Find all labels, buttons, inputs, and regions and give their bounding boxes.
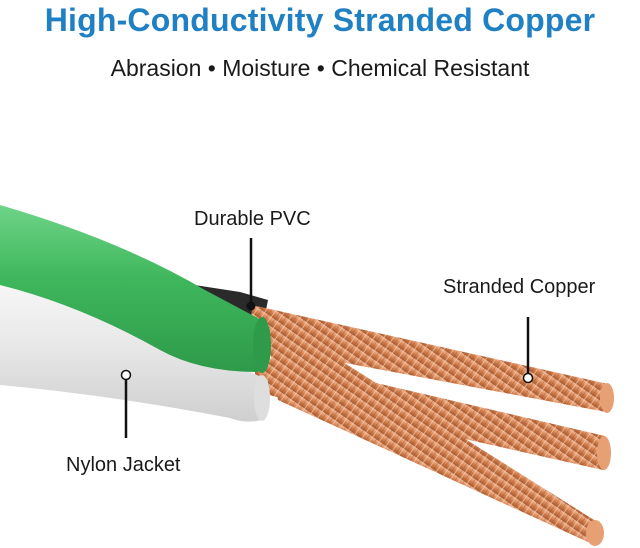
copper-strand-bundle-bottom [268,335,602,542]
stranded-copper-label: Stranded Copper [443,276,596,298]
copper-strand-end-bottom [586,520,604,546]
headline-title: High-Conductivity Stranded Copper [44,2,596,38]
nylon-jacket-label: Nylon Jacket [66,454,181,476]
copper-pointer-dot [522,372,534,384]
durable-pvc-label: Durable PVC [194,208,311,230]
nylon-pointer-dot [120,369,132,381]
pvc-pointer-dot [246,301,256,311]
green-pvc-jacket [0,205,268,372]
copper-strand-end-middle [597,436,611,470]
white-jacket-end [254,375,270,421]
white-nylon-jacket [0,268,268,422]
feature-subtitle: Abrasion • Moisture • Chemical Resistant [110,55,530,81]
copper-strand-end-top [600,383,614,413]
green-jacket-end [253,317,271,373]
copper-strand-bundle-top [250,305,608,412]
